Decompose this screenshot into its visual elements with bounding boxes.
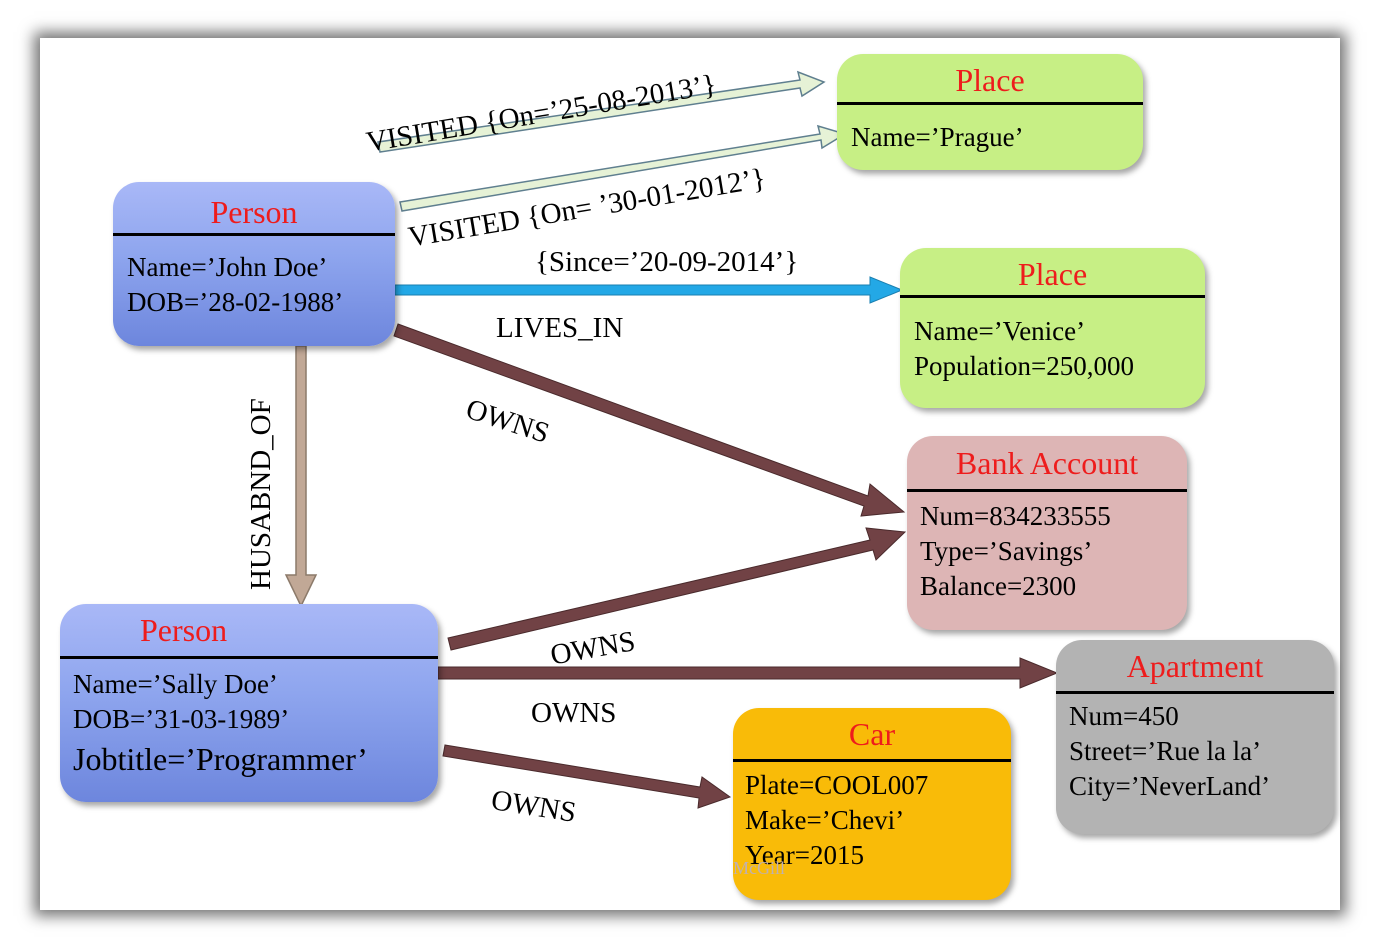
- node-properties: Name=’Venice’ Population=250,000: [914, 314, 1205, 384]
- node-place-venice[interactable]: Place Name=’Venice’ Population=250,000: [900, 248, 1205, 408]
- node-divider: [113, 233, 395, 236]
- property: Plate=COOL007: [745, 770, 929, 800]
- property: Name=’Venice’: [914, 316, 1086, 346]
- node-bank-account[interactable]: Bank Account Num=834233555 Type=’Savings…: [907, 436, 1187, 630]
- node-title: Person: [140, 612, 228, 648]
- property: Make=’Chevi’: [745, 805, 905, 835]
- property: City=’NeverLand’: [1069, 771, 1271, 801]
- property: Num=450: [1069, 701, 1179, 731]
- sally-owns-bank-arrow: [447, 527, 907, 651]
- node-properties: Plate=COOL007 Make=’Chevi’ Year=2015: [745, 768, 1011, 873]
- property: Type=’Savings’: [920, 536, 1093, 566]
- property: DOB=’31-03-1989’: [73, 704, 290, 734]
- node-person-sally[interactable]: Person Name=’Sally Doe’ DOB=’31-03-1989’…: [60, 604, 438, 802]
- visited-arrow-1: [377, 70, 826, 153]
- node-divider: [907, 489, 1187, 492]
- node-title: Place: [1017, 256, 1088, 292]
- property: Num=834233555: [920, 501, 1111, 531]
- node-divider: [733, 759, 1011, 762]
- node-title: Person: [210, 194, 298, 230]
- property: Name=’Sally Doe’: [73, 669, 278, 699]
- lives-in-arrow: [394, 276, 904, 304]
- node-car[interactable]: Car Plate=COOL007 Make=’Chevi’ Year=2015: [733, 708, 1011, 900]
- john-owns-bank-arrow: [393, 323, 906, 517]
- husband-of-arrow: [284, 345, 318, 608]
- node-person-john[interactable]: Person Name=’John Doe’ DOB=’28-02-1988’: [113, 182, 395, 346]
- node-title: Apartment: [1126, 648, 1264, 684]
- husband-of-label: HUSABND_OF: [245, 398, 277, 590]
- node-properties: Name=’Sally Doe’ DOB=’31-03-1989’ Jobtit…: [73, 667, 438, 781]
- node-divider: [900, 295, 1205, 298]
- lives-in-props-label: {Since=’20-09-2014’}: [535, 246, 799, 278]
- node-apartment[interactable]: Apartment Num=450 Street=’Rue la la’ Cit…: [1056, 640, 1334, 834]
- node-title: Place: [955, 62, 1025, 98]
- node-properties: Num=834233555 Type=’Savings’ Balance=230…: [920, 499, 1187, 604]
- node-properties: Name=’John Doe’ DOB=’28-02-1988’: [127, 250, 395, 320]
- property: DOB=’28-02-1988’: [127, 287, 344, 317]
- sally-owns-apartment-arrow: [437, 657, 1059, 689]
- property: Name=’Prague’: [851, 122, 1024, 152]
- property: Jobtitle=’Programmer’: [73, 741, 368, 777]
- node-title: Car: [848, 716, 896, 752]
- property: Balance=2300: [920, 571, 1077, 601]
- node-divider: [837, 102, 1143, 105]
- node-properties: Num=450 Street=’Rue la la’ City=’NeverLa…: [1069, 699, 1334, 804]
- property: Name=’John Doe’: [127, 252, 328, 282]
- property: Population=250,000: [914, 351, 1134, 381]
- node-divider: [1056, 691, 1334, 694]
- sally-owns-apartment-label: OWNS: [531, 697, 617, 729]
- watermark: McGill: [733, 858, 785, 878]
- node-properties: Name=’Prague’: [851, 120, 1143, 155]
- node-place-prague[interactable]: Place Name=’Prague’: [837, 54, 1143, 170]
- property: Year=2015: [745, 840, 864, 870]
- visited-arrow-2: [399, 124, 847, 212]
- lives-in-label: LIVES_IN: [496, 312, 624, 344]
- node-title: Bank Account: [955, 445, 1139, 481]
- node-divider: [60, 656, 438, 659]
- sally-owns-car-arrow: [442, 744, 732, 809]
- property: Street=’Rue la la’: [1069, 736, 1262, 766]
